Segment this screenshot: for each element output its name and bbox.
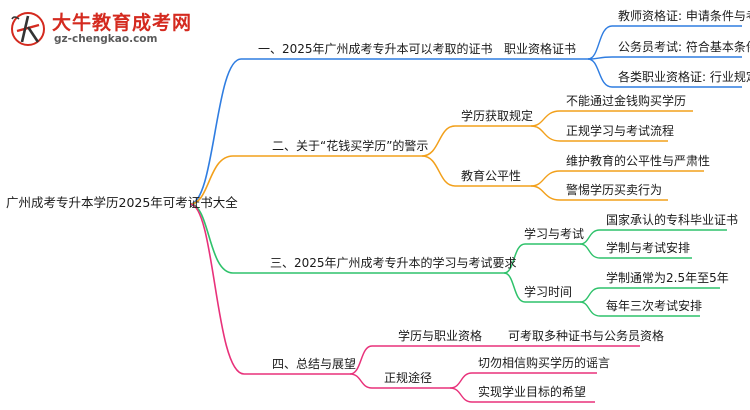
connector-b3-s2-l1 bbox=[579, 287, 720, 303]
branch-3-leaf-2[interactable]: 学制与考试安排 bbox=[606, 241, 691, 255]
branch-4-leaf-3[interactable]: 实现学业目标的希望 bbox=[478, 385, 587, 399]
branch-4-leaf-1[interactable]: 可考取多种证书与公务员资格 bbox=[508, 329, 665, 343]
connector-b1-s1-l2 bbox=[587, 56, 742, 60]
connector-root-b1 bbox=[189, 58, 475, 205]
branch-1-leaf-3[interactable]: 各类职业资格证: 行业规定 bbox=[618, 70, 750, 84]
branch-1[interactable]: 一、2025年广州成考专升本可以考取的证书 bbox=[258, 42, 493, 56]
branch-1-leaf-2[interactable]: 公务员考试: 符合基本条件 bbox=[618, 40, 750, 54]
brand-url: gz-chengkao.com bbox=[54, 33, 158, 45]
connector-b3-s2-l2 bbox=[579, 301, 700, 317]
connector-b1-s1-l3 bbox=[587, 58, 742, 88]
branch-2-leaf-2[interactable]: 正规学习与考试流程 bbox=[566, 124, 675, 138]
branch-1-leaf-1[interactable]: 教师资格证: 申请条件与考试 bbox=[618, 9, 750, 23]
connector-b2-s2 bbox=[421, 155, 531, 187]
connector-b2-s1-l2 bbox=[530, 125, 668, 142]
connector-b2-s1 bbox=[421, 125, 531, 157]
connector-root-b2 bbox=[189, 155, 422, 205]
branch-2[interactable]: 二、关于“花钱买学历”的警示 bbox=[272, 139, 429, 153]
branch-3-leaf-4[interactable]: 每年三次考试安排 bbox=[606, 299, 703, 313]
branch-4-node-2[interactable]: 正规途径 bbox=[384, 371, 433, 385]
connector-root-b4 bbox=[189, 203, 350, 375]
branch-2-node-1[interactable]: 学历获取规定 bbox=[461, 109, 534, 123]
connector-b3-s1-l1 bbox=[579, 229, 727, 245]
branch-2-leaf-3[interactable]: 维护教育的公平性与严肃性 bbox=[566, 154, 711, 168]
connector-b2-s1-l1 bbox=[530, 110, 693, 127]
branch-2-leaf-4[interactable]: 警惕学历买卖行为 bbox=[566, 183, 663, 197]
branch-3[interactable]: 三、2025年广州成考专升本的学习与考试要求 bbox=[270, 256, 517, 270]
branch-3-leaf-3[interactable]: 学制通常为2.5年至5年 bbox=[606, 271, 729, 285]
branch-4-leaf-2[interactable]: 切勿相信购买学历的谣言 bbox=[478, 356, 611, 370]
mindmap-root[interactable]: 广州成考专升本学历2025年可考证书大全 bbox=[6, 195, 238, 210]
brand-logo-icon bbox=[11, 12, 45, 46]
connector-b3-s1 bbox=[503, 243, 580, 274]
branch-3-node-1[interactable]: 学习与考试 bbox=[524, 227, 585, 241]
branch-2-node-2[interactable]: 教育公平性 bbox=[461, 169, 522, 183]
connector-b3-s1-l2 bbox=[579, 243, 692, 259]
connector-b2-s2-l2 bbox=[530, 185, 668, 201]
connector-b4-s2 bbox=[349, 373, 450, 389]
branch-4-node-1[interactable]: 学历与职业资格 bbox=[398, 329, 483, 343]
connector-b4-s2-l2 bbox=[449, 387, 595, 403]
branch-4[interactable]: 四、总结与展望 bbox=[272, 357, 357, 371]
connector-b1-s1-l1 bbox=[587, 25, 742, 60]
branch-1-node-1[interactable]: 职业资格证书 bbox=[504, 42, 577, 56]
branch-2-leaf-1[interactable]: 不能通过金钱购买学历 bbox=[566, 94, 687, 108]
connector-b4-s2-l1 bbox=[449, 372, 597, 389]
branch-3-node-2[interactable]: 学习时间 bbox=[524, 285, 573, 299]
brand-name: 大牛教育成考网 bbox=[52, 12, 193, 34]
connector-b2-s2-l1 bbox=[530, 170, 704, 187]
connector-b4-s1 bbox=[349, 345, 495, 375]
connector-b3-s2 bbox=[503, 272, 580, 303]
branch-3-leaf-1[interactable]: 国家承认的专科毕业证书 bbox=[606, 213, 739, 227]
